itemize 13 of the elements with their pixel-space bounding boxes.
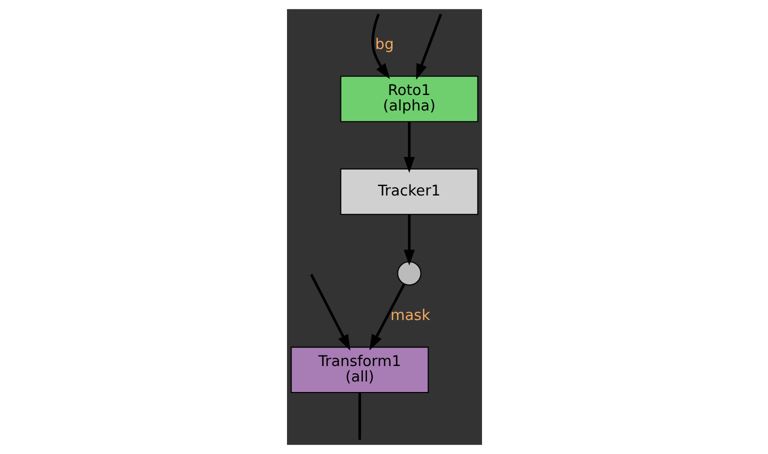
- node-box: Roto1 (alpha): [340, 76, 478, 122]
- arrow: [403, 122, 414, 173]
- node-box: Transform1 (all): [290, 346, 428, 394]
- node-circle: [396, 261, 421, 286]
- arrow: [370, 14, 390, 80]
- arrow: [310, 274, 350, 351]
- edge-label: mask: [390, 306, 430, 324]
- arrow: [368, 284, 405, 350]
- arrow: [403, 214, 414, 266]
- edge-label: bg: [374, 36, 394, 54]
- arrow: [416, 14, 442, 80]
- node-box: Tracker1: [340, 168, 478, 215]
- connector: [358, 392, 361, 440]
